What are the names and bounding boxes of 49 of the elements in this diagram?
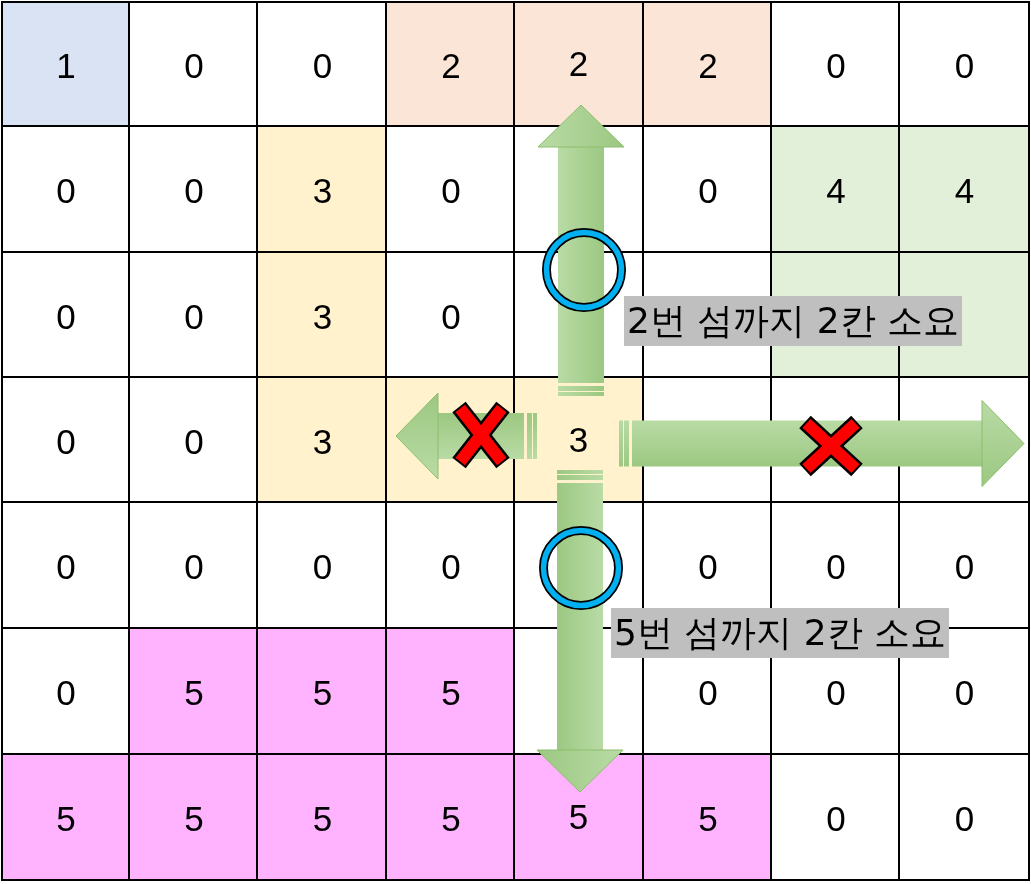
number-label: 4	[826, 172, 846, 208]
number-label: 0	[56, 423, 76, 458]
edge-label: 2번 섬까지 2칸 소요	[624, 296, 963, 346]
number-label: 0	[312, 47, 333, 82]
number-label: 0	[441, 548, 461, 584]
number-label: 0	[826, 548, 846, 584]
number-label: 3	[312, 172, 333, 208]
number-label: 0	[826, 47, 846, 82]
number-label: 5	[441, 800, 461, 835]
number-label: 0	[184, 423, 204, 458]
block-arrow	[537, 104, 625, 396]
number-label: 0	[441, 172, 461, 208]
number-label: 0	[56, 298, 76, 333]
number-label: 0	[184, 298, 204, 333]
number-label: 2	[441, 47, 461, 82]
number-label: 0	[954, 548, 975, 584]
number-label: 2	[698, 47, 718, 82]
block-arrow	[395, 392, 537, 480]
number-label: 3	[312, 423, 333, 458]
number-label: 0	[826, 800, 846, 835]
number-label: 5	[312, 800, 333, 835]
number-label: 0	[184, 47, 204, 82]
number-label: 5	[56, 800, 76, 835]
number-label: 0	[698, 548, 718, 584]
grid-cell: 2	[514, 1, 643, 126]
block-arrow	[619, 400, 1025, 487]
edge-label: 5번 섬까지 2칸 소요	[611, 608, 950, 658]
number-label: 5	[698, 800, 718, 835]
number-label: 5	[184, 800, 204, 835]
number-label: 0	[56, 172, 76, 208]
number-label: 0	[184, 548, 204, 584]
number-label: 0	[56, 548, 76, 584]
number-label: 0	[954, 674, 975, 710]
number-label: 3	[312, 298, 333, 333]
number-label: 0	[954, 47, 975, 82]
number-label: 4	[954, 172, 975, 208]
number-label: 0	[312, 548, 333, 584]
number-label: 5	[184, 674, 204, 710]
grid-cell: 5	[514, 754, 643, 881]
number-label: 0	[56, 674, 76, 710]
number-label: 0	[184, 172, 204, 208]
number-label: 0	[954, 800, 975, 835]
number-label: 5	[441, 674, 461, 710]
number-label: 0	[826, 674, 846, 710]
number-label: 0	[698, 674, 718, 710]
number-label: 5	[312, 674, 333, 710]
number-label: 0	[441, 298, 461, 333]
number-label: 1	[56, 47, 76, 82]
number-label: 0	[698, 172, 718, 208]
